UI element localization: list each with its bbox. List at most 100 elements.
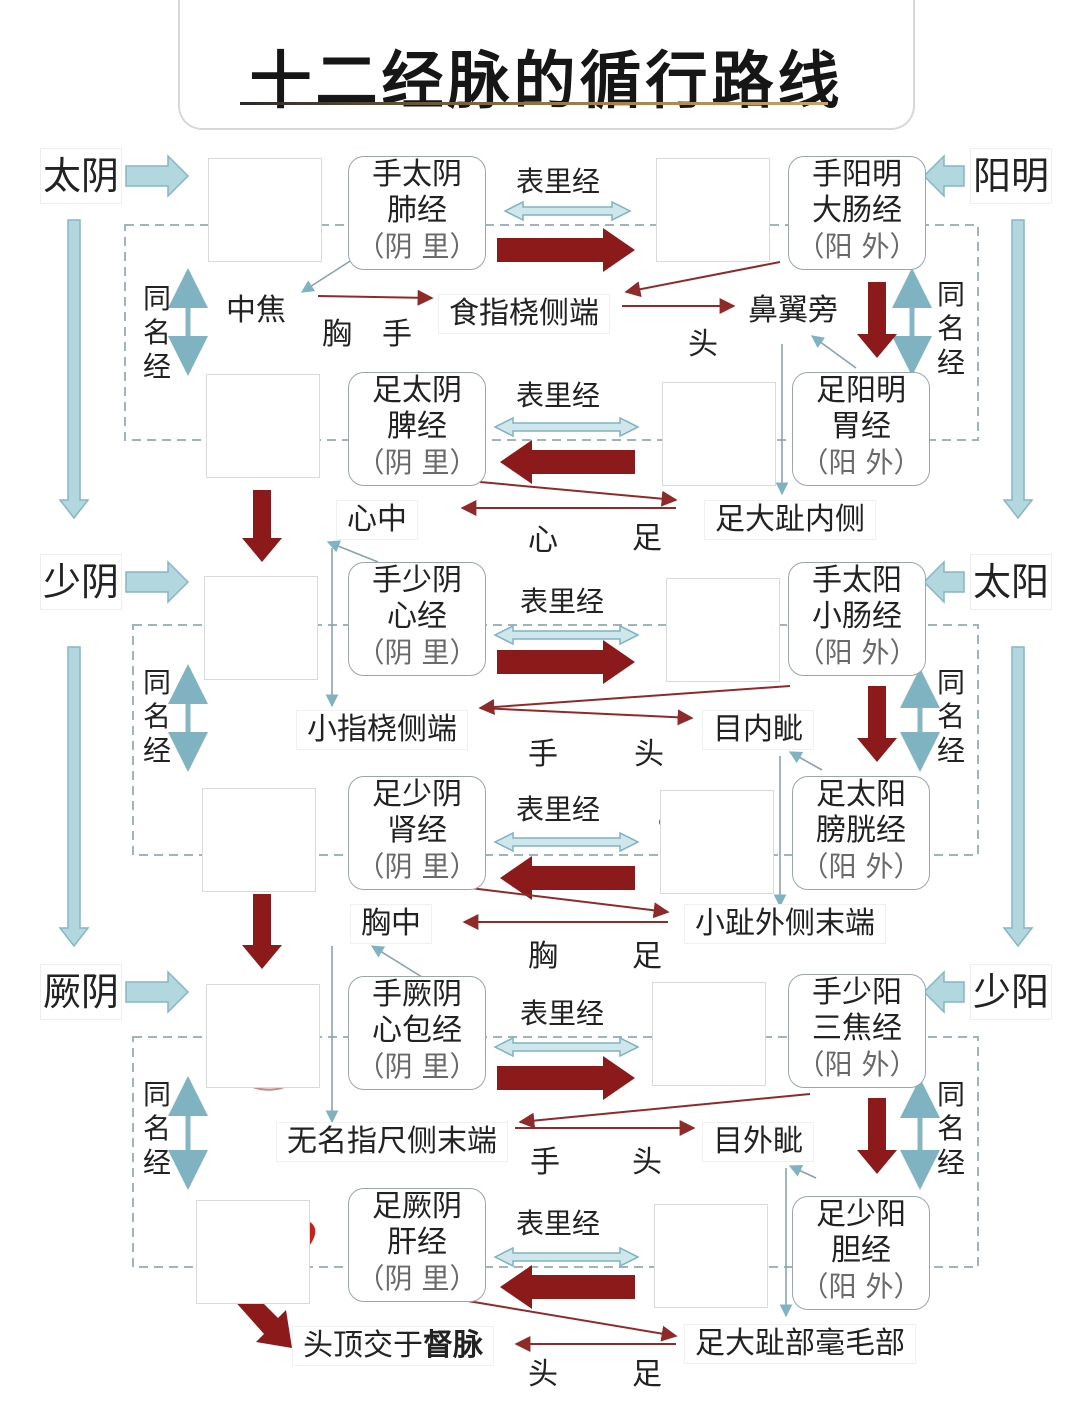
tab-taiyang: 太阳 (970, 554, 1052, 610)
label-shou-2: 手 (528, 737, 558, 772)
point-touding: 头顶交于督脉 (292, 1326, 494, 1366)
arrow-pc-to-sj (497, 1056, 635, 1100)
outer-long-arrows (58, 219, 1034, 948)
label-zu-3: 足 (632, 1357, 662, 1392)
thin-path-lines (317, 261, 811, 1352)
label-zu-1: 足 (632, 521, 662, 556)
same-name-label-left-3: 同名经 (142, 1078, 171, 1179)
arrow-stomach-to-spleen (500, 440, 635, 484)
gallbladder-image-frame (654, 1204, 768, 1308)
meridian-box-stomach: 足阳明胃经（阳 外） (792, 372, 930, 486)
meridian-box-kidney: 足少阴肾经（阴 里） (348, 776, 486, 890)
point-xiaozhi-wai: 小趾外侧末端 (684, 904, 886, 944)
small-intestine-image-frame (666, 578, 780, 682)
liver-image-frame (196, 1200, 310, 1304)
meridian-box-lung: 手太阴肺经（阴 里） (348, 156, 486, 270)
same-name-label-right-3: 同名经 (936, 1078, 965, 1179)
long-arrow-right-2 (1002, 646, 1034, 948)
meridian-box-heart: 手少阴心经（阴 里） (348, 562, 486, 676)
label-tou-4: 头 (528, 1357, 558, 1392)
tab-arrow-shaoyin (125, 560, 190, 604)
tab-shaoyin: 少阴 (40, 554, 122, 610)
tab-yangming: 阳明 (970, 148, 1052, 204)
point-shizhi: 食指桡侧端 (438, 294, 610, 334)
biaoli-label-5: 表里经 (520, 997, 605, 1030)
label-tou-2: 头 (634, 737, 664, 772)
label-shou-3: 手 (530, 1145, 560, 1180)
kidney-image-frame (202, 788, 316, 892)
meridian-box-sanjiao: 手少阳三焦经（阳 外） (788, 974, 926, 1088)
arrow-kidney-to-pc (242, 894, 282, 969)
biaoli-label-3: 表里经 (520, 585, 605, 618)
main-horizontal-arrows (497, 228, 635, 1309)
same-name-label-right-1: 同名经 (936, 278, 965, 379)
long-arrow-right-1 (1002, 219, 1034, 520)
point-touding-prefix: 头顶交于 (303, 1328, 423, 1363)
point-xiaozhi: 小指桡侧端 (296, 710, 468, 750)
point-xinzhong: 心中 (336, 500, 418, 540)
arrow-bladder-to-kidney (500, 856, 635, 900)
meridian-box-bladder: 足太阳膀胱经（阳 外） (792, 776, 930, 890)
point-biyi: 鼻翼旁 (748, 293, 838, 328)
same-name-label-left-1: 同名经 (142, 282, 171, 383)
label-xiong-1: 胸 (322, 317, 352, 352)
arrow-heart-to-si (497, 640, 635, 684)
page-title: 十二经脉的循行路线 (249, 44, 844, 117)
bladder-image-frame (660, 790, 774, 894)
arrow-lung-to-li (497, 228, 635, 272)
point-touding-dumai: 督脉 (423, 1328, 483, 1363)
meridian-box-spleen: 足太阴脾经（阴 里） (348, 372, 486, 486)
spleen-image-frame (206, 374, 320, 478)
label-tou-1: 头 (688, 327, 718, 362)
tab-arrow-taiyang (922, 560, 965, 604)
label-zu-2: 足 (632, 939, 662, 974)
meridian-box-pericardium: 手厥阴心包经（阴 里） (348, 976, 486, 1090)
tab-taiyin: 太阴 (40, 148, 122, 204)
same-name-label-right-2: 同名经 (936, 666, 965, 767)
label-xin-1: 心 (528, 523, 558, 558)
tab-arrow-jueyin (125, 970, 190, 1014)
label-xiong-2: 胸 (528, 939, 558, 974)
meridian-box-liver: 足厥阴肝经（阴 里） (348, 1188, 486, 1302)
tab-arrow-yangming (922, 154, 965, 198)
tab-shaoyang: 少阳 (970, 964, 1052, 1020)
main-vertical-arrows (232, 282, 897, 1348)
title-underline (240, 102, 828, 105)
point-wumingzhi: 无名指尺侧末端 (276, 1122, 508, 1162)
biaoli-label-2: 表里经 (516, 379, 601, 412)
same-name-arrows (168, 268, 940, 1190)
stomach-image-frame (662, 382, 776, 486)
meridian-box-large-intestine: 手阳明大肠经（阳 外） (788, 156, 926, 270)
pericardium-image-frame (206, 984, 320, 1088)
label-shou-1: 手 (382, 317, 412, 352)
arrow-gb-to-liver (500, 1265, 635, 1309)
arrow-spleen-to-heart (242, 490, 282, 562)
biaoli-arrows (493, 200, 640, 1268)
lung-image-frame (208, 158, 322, 262)
sanjiao-image-frame (652, 982, 766, 1086)
point-xiongzhong: 胸中 (350, 904, 432, 944)
tab-arrows (125, 154, 965, 1014)
thin-grey-lines (300, 255, 857, 1318)
large-intestine-image-frame (656, 158, 770, 262)
tab-jueyin: 厥阴 (40, 964, 122, 1020)
point-zudazhi-nei: 足大趾内侧 (704, 500, 876, 540)
dashed-frames (124, 224, 979, 1268)
meridian-box-small-intestine: 手太阳小肠经（阳 外） (788, 562, 926, 676)
heart-image-frame (204, 576, 318, 680)
arrow-sj-to-gb (857, 1098, 897, 1174)
meridian-box-gallbladder: 足少阳胆经（阳 外） (792, 1196, 930, 1310)
point-muneizi: 目内眦 (702, 710, 814, 750)
long-arrow-left-2 (58, 646, 90, 948)
biaoli-label-1: 表里经 (516, 165, 601, 198)
point-zhongjiao: 中焦 (226, 293, 286, 328)
title-box: 十二经脉的循行路线 (178, 0, 915, 130)
tab-arrow-taiyin (125, 154, 190, 198)
long-arrow-left-1 (58, 219, 90, 520)
label-tou-3: 头 (632, 1145, 662, 1180)
arrow-si-to-bladder (857, 686, 897, 762)
point-muwaizi: 目外眦 (702, 1122, 814, 1162)
biaoli-label-4: 表里经 (516, 793, 601, 826)
point-zudazhi-mao: 足大趾部毫毛部 (684, 1324, 916, 1364)
